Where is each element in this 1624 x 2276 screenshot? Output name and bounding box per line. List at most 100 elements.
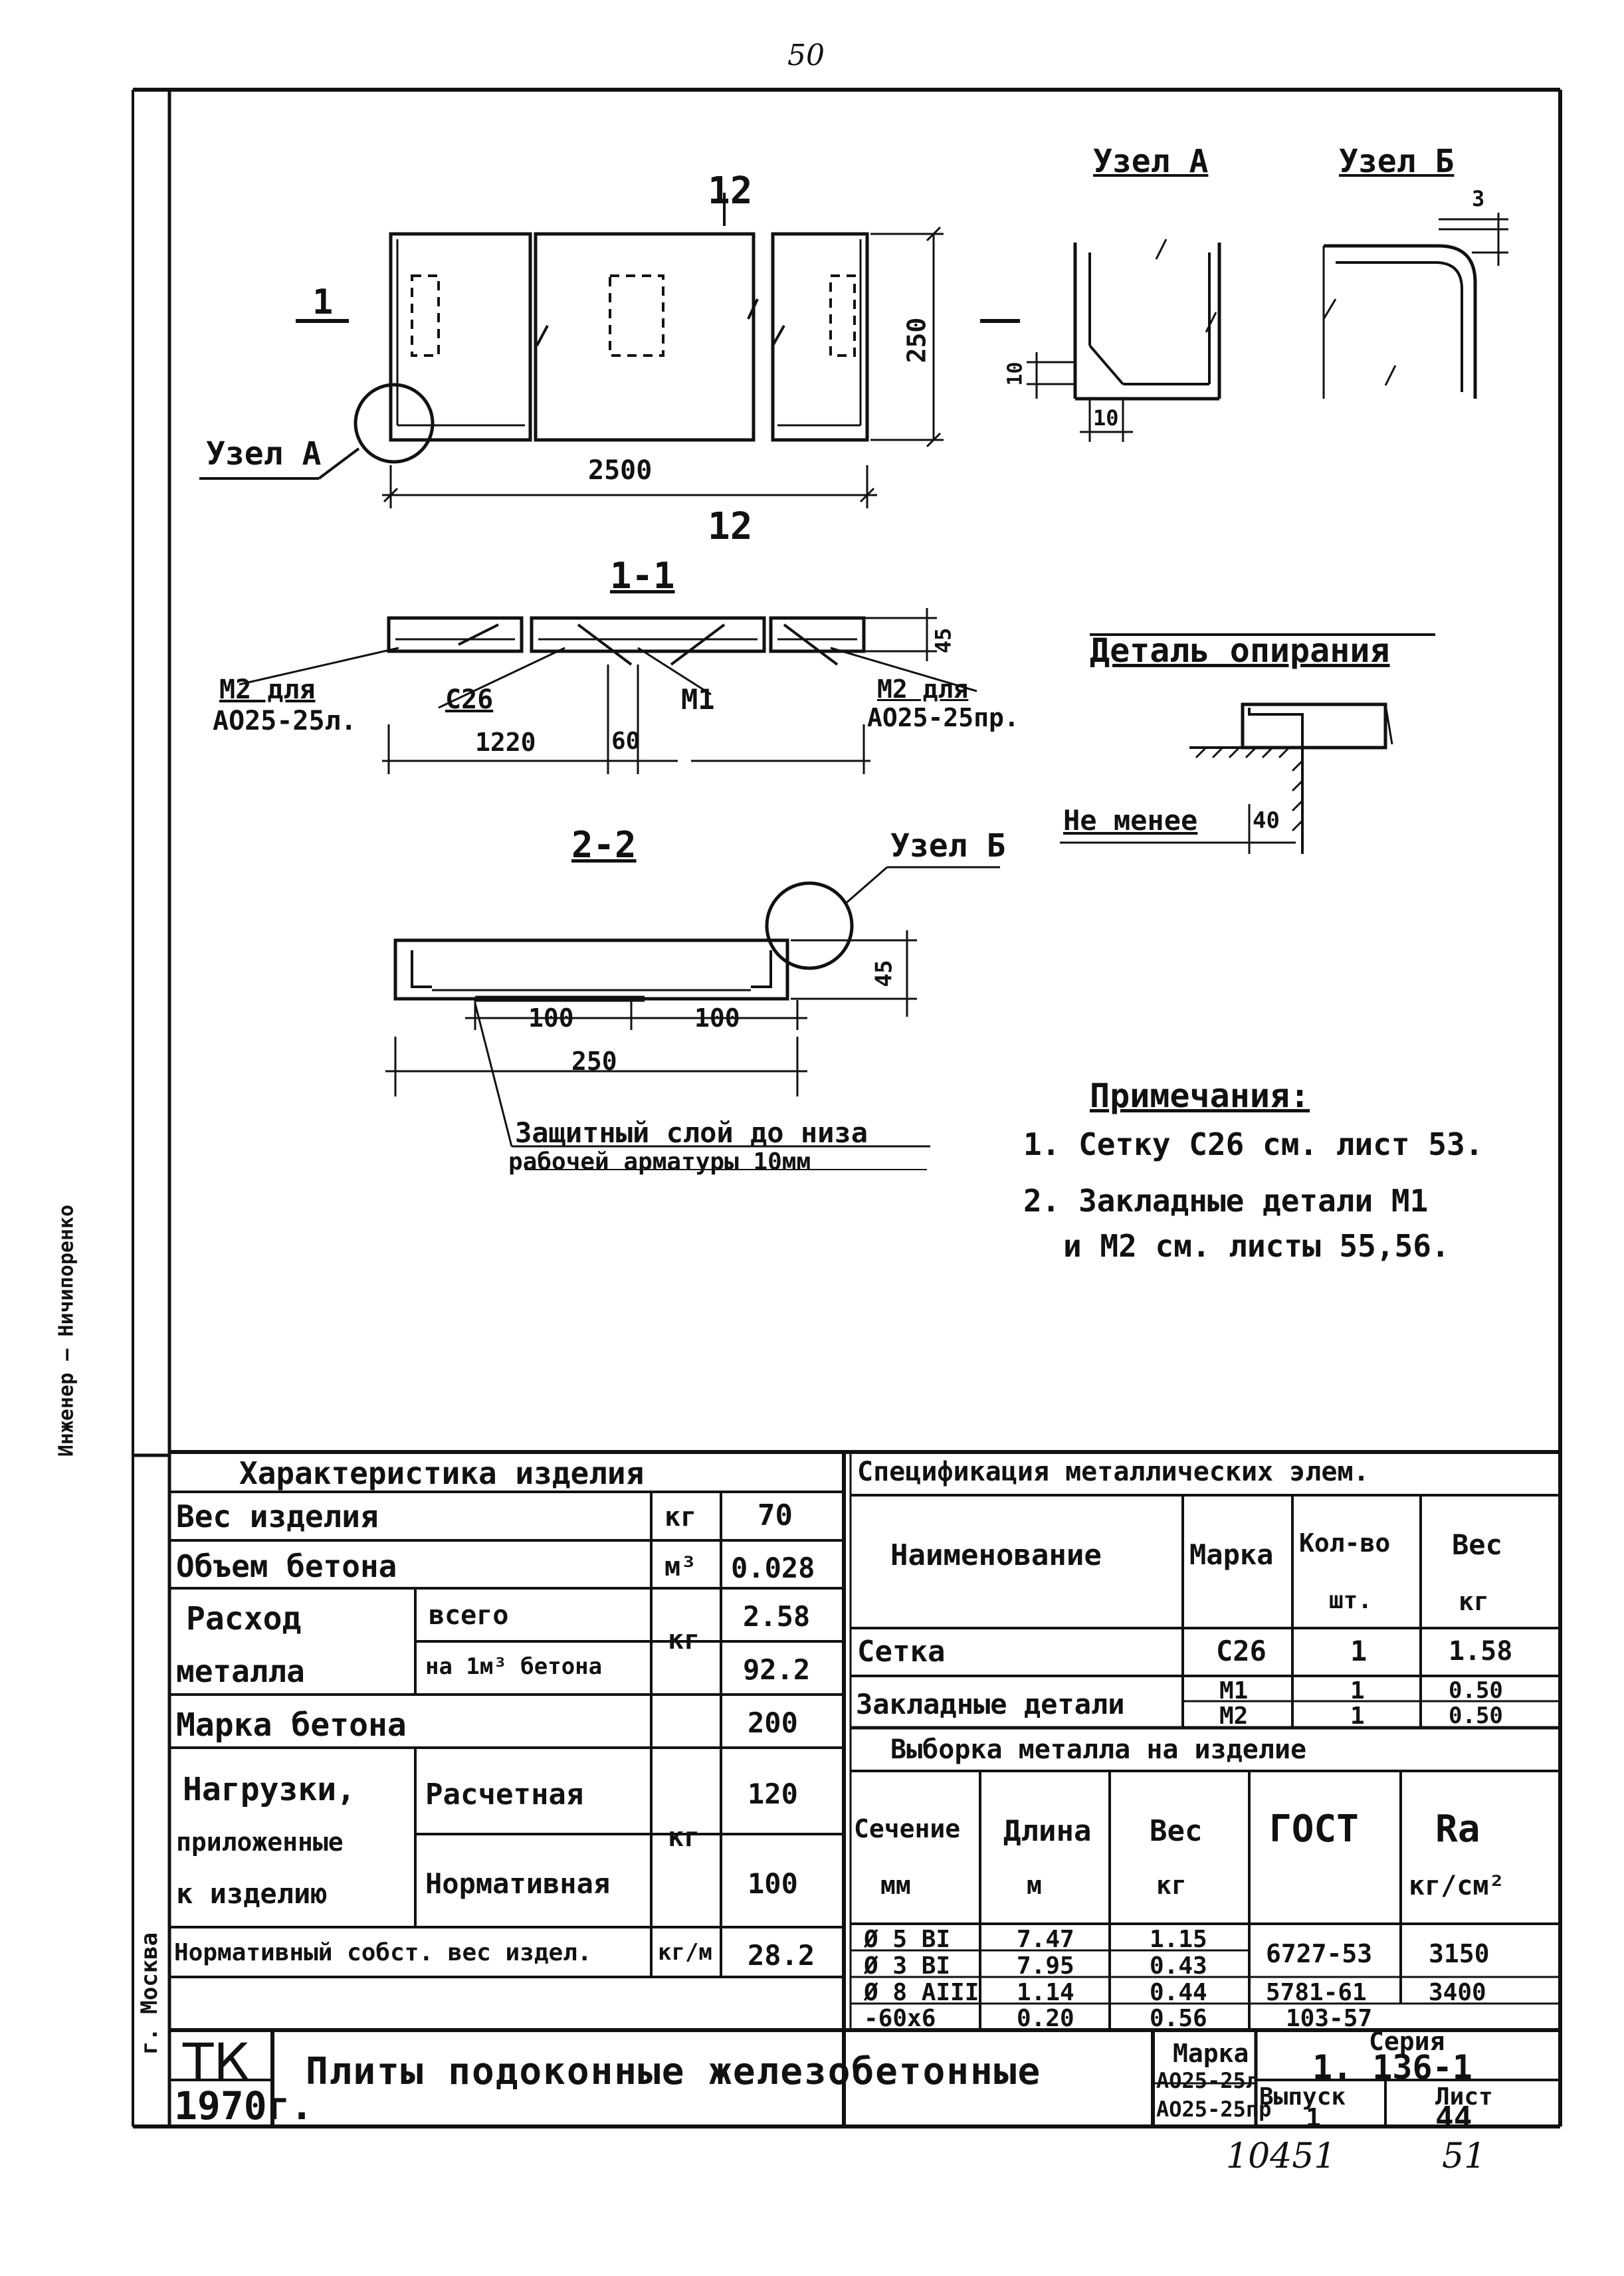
spec-h-weight-2: кг — [1459, 1587, 1489, 1616]
metal-row-2-weight: 0.43 — [1150, 1952, 1207, 1980]
metal-row-1-weight: 1.15 — [1150, 1926, 1207, 1953]
year-stamp: 1970г. — [174, 2083, 314, 2128]
load-calc-value: 120 — [748, 1778, 798, 1810]
metal-row-3-weight: 0.44 — [1150, 1979, 1207, 2006]
sheet-value: 44 — [1435, 2100, 1472, 2136]
node-a-dim-10-v: 10 — [1003, 362, 1027, 386]
cover-note-line-1: Защитный слой до низа — [515, 1116, 868, 1149]
metal-h-section-2: мм — [880, 1871, 911, 1900]
spec-h-weight-1: Вес — [1452, 1528, 1502, 1561]
load-norm-value: 100 — [748, 1867, 798, 1900]
not-less-label: Не менее — [1063, 804, 1198, 837]
self-weight-unit: кг/м — [658, 1939, 712, 1966]
volume-value: 0.028 — [731, 1552, 815, 1584]
grade-label: Марка бетона — [176, 1707, 407, 1744]
metal-row-3-section: Ø 8 AIII — [864, 1979, 979, 2006]
metal-row-1-length: 7.47 — [1017, 1926, 1074, 1953]
metal-ra-2: 3400 — [1429, 1979, 1486, 2006]
dim-40: 40 — [1253, 807, 1280, 834]
metal-h-gost: ГОСТ — [1269, 1808, 1359, 1851]
metal-h-ra-1: Ra — [1435, 1808, 1480, 1851]
sheet-label: Лист — [1435, 2083, 1493, 2111]
mark-2: АО25-25пр — [1156, 2097, 1272, 2122]
load-unit: кг — [668, 1822, 700, 1853]
grade-value: 200 — [748, 1707, 798, 1739]
volume-unit: м³ — [664, 1552, 697, 1582]
page-number-top: 50 — [787, 39, 825, 72]
mark-1: АО25-25л — [1156, 2068, 1259, 2093]
metal-row-4-section: -60x6 — [864, 2005, 936, 2032]
spec-r3-mark: М2 — [1219, 1703, 1249, 1730]
support-title: Деталь опирания — [1090, 631, 1390, 670]
metal-total-value: 2.58 — [743, 1600, 811, 1633]
spec-h-qty-1: Кол-во — [1299, 1528, 1391, 1558]
spec-r1-qty: 1 — [1350, 1635, 1368, 1667]
metal-row-1-section: Ø 5 BI — [864, 1926, 951, 1953]
spec-r2-qty: 1 — [1350, 1677, 1365, 1705]
spec-table-title: Спецификация металлических элем. — [857, 1457, 1370, 1487]
metal-row-2-section: Ø 3 BI — [864, 1952, 951, 1980]
metal-row-2-length: 7.95 — [1017, 1952, 1074, 1980]
metal-h-section-1: Сечение — [854, 1814, 961, 1843]
spec-r1-mark: С26 — [1216, 1635, 1267, 1667]
spec-r2-name: Закладные детали — [856, 1688, 1125, 1720]
spec-h-qty-2: шт. — [1329, 1587, 1373, 1614]
metal-h-length-1: Длина — [1003, 1814, 1092, 1848]
notes-title: Примечания: — [1090, 1077, 1310, 1115]
spec-r3-qty: 1 — [1350, 1703, 1365, 1730]
bottom-sheet-number: 51 — [1442, 2136, 1486, 2176]
m2-right-mark: АО25-25пр. — [867, 703, 1019, 732]
node-a-title: Узел А — [1093, 143, 1209, 180]
spec-h-name: Наименование — [890, 1538, 1102, 1572]
note-1: 1. Сетку С26 см. лист 53. — [1023, 1126, 1484, 1162]
section-2-2-title: 2-2 — [571, 824, 637, 866]
cover-note-line-2: рабочей арматуры 10мм — [508, 1148, 811, 1176]
section-1-1-title: 1-1 — [610, 555, 675, 597]
side-city: г. Москва — [136, 1932, 163, 2055]
metal-table-title: Выборка металла на изделие — [890, 1734, 1307, 1765]
m2-left-mark: АО25-25л. — [213, 706, 357, 736]
load-label-3: к изделию — [176, 1877, 328, 1910]
issue-label: Выпуск — [1259, 2083, 1346, 2111]
note-2-line-1: 2. Закладные детали М1 — [1023, 1183, 1429, 1219]
dim-60: 60 — [611, 728, 641, 755]
series-label: Серия — [1369, 2027, 1445, 2056]
spec-h-mark: Марка — [1189, 1538, 1274, 1571]
weight-label: Вес изделия — [176, 1499, 379, 1534]
series-value: 1. 136-1 — [1312, 2048, 1472, 2087]
side-stamp: Инженер — Ничипоренко — [54, 1204, 78, 1457]
weight-value: 70 — [758, 1499, 793, 1532]
dim-250-vertical: 250 — [902, 317, 932, 363]
load-calc-label: Расчетная — [425, 1778, 584, 1811]
metal-ra-1: 3150 — [1429, 1939, 1490, 1968]
dim-2500: 2500 — [588, 455, 653, 486]
dim-45-b: 45 — [870, 960, 898, 987]
label-12-bottom: 12 — [708, 505, 753, 548]
spec-r2-mark: М1 — [1219, 1677, 1249, 1705]
metal-h-ra-2: кг/см² — [1409, 1871, 1505, 1901]
metal-label-1: Расход — [186, 1600, 302, 1637]
node-a-callout: Узел А — [206, 435, 322, 472]
m1-label: М1 — [681, 683, 715, 716]
c26-label: С26 — [445, 684, 494, 715]
load-norm-label: Нормативная — [425, 1867, 611, 1900]
dim-1220: 1220 — [475, 728, 536, 757]
metal-h-length-2: м — [1027, 1871, 1042, 1900]
volume-label: Объем бетона — [176, 1548, 397, 1584]
dim-100-a: 100 — [528, 1003, 574, 1033]
metal-row-3-length: 1.14 — [1017, 1979, 1074, 2006]
dim-45-a: 45 — [930, 627, 956, 654]
mark-label: Марка — [1173, 2039, 1249, 2068]
dim-100-b: 100 — [694, 1003, 740, 1033]
metal-label-2: металла — [176, 1653, 305, 1689]
weight-unit: кг — [664, 1502, 697, 1532]
self-weight-value: 28.2 — [748, 1939, 815, 1972]
metal-row-4-length: 0.20 — [1017, 2005, 1074, 2032]
metal-unit: кг — [668, 1625, 700, 1655]
metal-h-weight-2: кг — [1156, 1871, 1187, 1900]
metal-total-label: всего — [429, 1600, 509, 1631]
note-2-line-2: и М2 см. листы 55,56. — [1063, 1228, 1450, 1264]
spec-r3-weight: 0.50 — [1449, 1703, 1503, 1729]
metal-gost-3: 103-57 — [1286, 2005, 1373, 2032]
load-label-2: приложенные — [176, 1827, 344, 1857]
